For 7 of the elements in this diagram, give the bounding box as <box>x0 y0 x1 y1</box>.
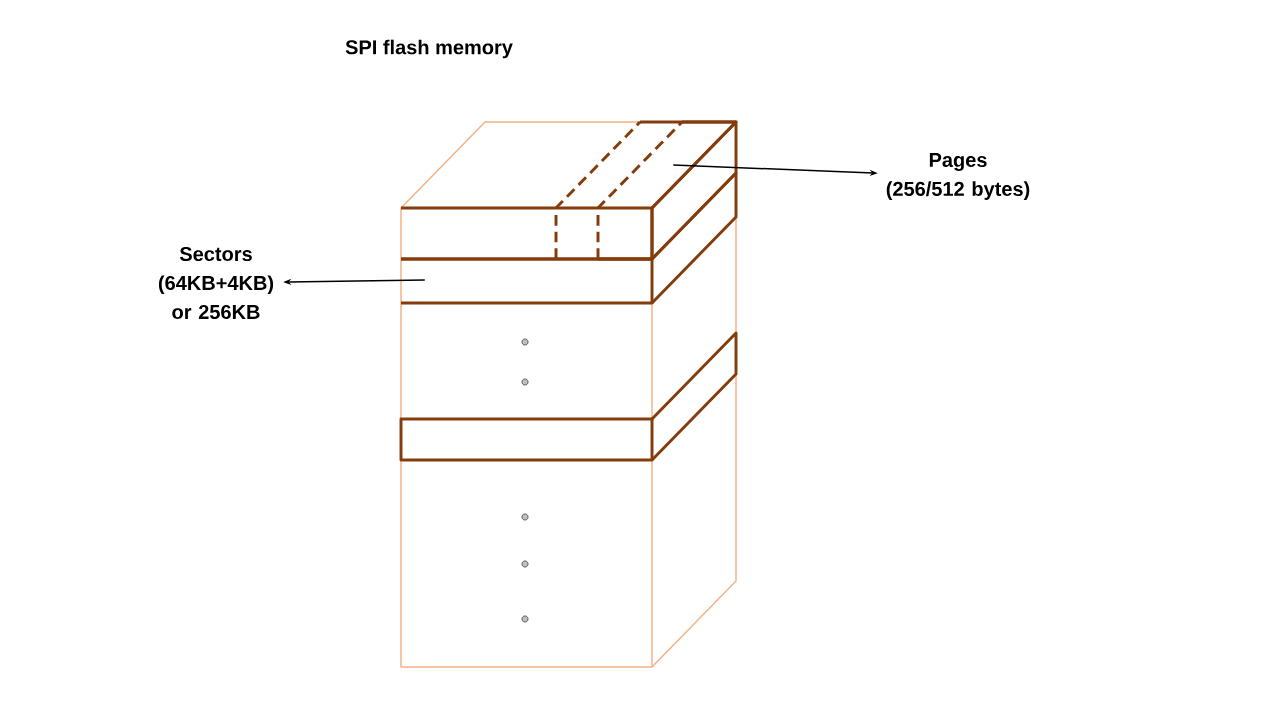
callout-label: Sectors (64KB+4KB) or 256KB <box>158 246 274 320</box>
sector-slab <box>401 120 738 261</box>
sector-slab <box>401 171 738 305</box>
title: SPI flash memory <box>345 39 513 59</box>
page-slice <box>596 120 738 261</box>
callout-label: Pages (256/512 bytes) <box>886 153 1030 200</box>
sector-slab <box>399 331 738 462</box>
